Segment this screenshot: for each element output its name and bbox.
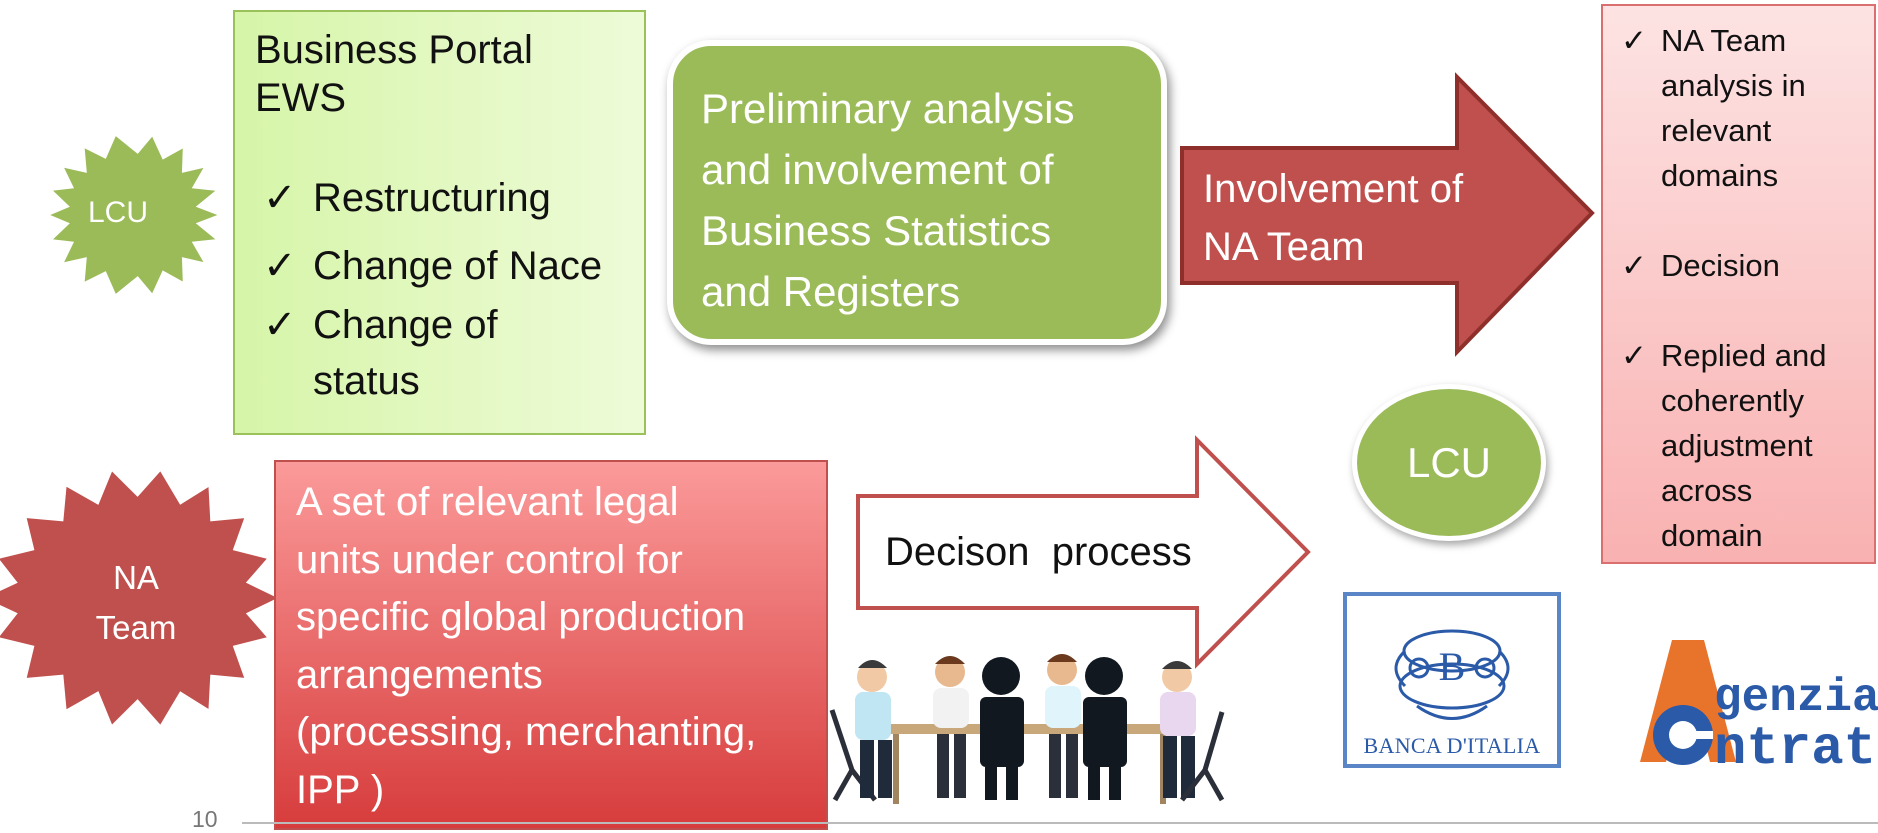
- check-icon: ✓: [1621, 248, 1647, 283]
- outcome-line: relevant: [1661, 113, 1772, 148]
- outcome-line: analysis in: [1661, 68, 1806, 103]
- footer-divider: [242, 822, 1878, 824]
- legal-units-box: A set of relevant legal units under cont…: [274, 460, 828, 830]
- portal-item: ✓ Change of status: [255, 297, 624, 409]
- legal-line: A set of relevant legal: [296, 480, 679, 524]
- portal-title-line1: Business Portal: [255, 28, 533, 72]
- outcome-line: domain: [1661, 518, 1763, 553]
- na-team-star-line2: Team: [95, 609, 177, 646]
- legal-line: specific global production: [296, 595, 746, 639]
- outcome-line: adjustment: [1661, 428, 1813, 463]
- lcu-ellipse: LCU: [1352, 384, 1546, 541]
- banca-d-italia-logo: B BANCA D'ITALIA: [1343, 592, 1561, 768]
- prelim-line: Preliminary analysis: [701, 85, 1075, 132]
- agenzia-word2: ntrate: [1714, 719, 1878, 780]
- banca-monogram: B: [1439, 644, 1466, 689]
- legal-line: arrangements: [296, 652, 543, 697]
- lcu-star-label: LCU: [87, 196, 148, 229]
- prelim-line: and involvement of: [701, 146, 1054, 193]
- slide-number: 10: [192, 806, 218, 832]
- agenzia-emblem: [1640, 640, 1736, 765]
- business-portal-box: Business Portal EWS ✓ Restructuring ✓ Chan…: [233, 10, 646, 435]
- banca-name: BANCA D'ITALIA: [1363, 733, 1541, 758]
- involvement-line: NA Team: [1203, 225, 1365, 269]
- meeting-people-illustration: [829, 654, 1225, 804]
- portal-title-line2: EWS: [255, 76, 347, 120]
- legal-line: (processing, merchanting,: [296, 710, 757, 754]
- portal-item: ✓ Change of Nace: [255, 238, 624, 294]
- prelim-line: and Registers: [701, 268, 961, 315]
- portal-item: ✓ Restructuring: [255, 170, 624, 226]
- portal-item-text: Restructuring: [313, 176, 551, 220]
- involvement-arrow-text: Involvement of NA Team: [1203, 160, 1463, 276]
- outcome-line: NA Team: [1661, 23, 1787, 58]
- agenzia-word1: genzia: [1714, 672, 1878, 724]
- portal-checklist: ✓ Restructuring ✓ Change of Nace ✓ Change o…: [255, 170, 624, 409]
- outcome-item-replied: ✓ Replied and coherently adjustment acro…: [1621, 333, 1874, 558]
- na-team-star-label: NA Team: [86, 553, 186, 653]
- portal-item-text: Change of: [313, 303, 498, 347]
- banca-emblem: B: [1394, 629, 1510, 720]
- decision-process-label: Decison process: [885, 530, 1192, 574]
- na-team-star-line1: NA: [113, 559, 159, 596]
- portal-item-text: Change of Nace: [313, 244, 603, 288]
- legal-line: units under control for: [296, 537, 683, 582]
- check-icon: ✓: [1621, 338, 1647, 373]
- outcome-line: Replied and: [1661, 338, 1827, 373]
- prelim-line: Business Statistics: [701, 207, 1052, 254]
- check-icon: ✓: [1621, 23, 1647, 58]
- involvement-line: Involvement of: [1203, 167, 1464, 211]
- outcome-line: Decision: [1661, 248, 1780, 283]
- outcome-line: coherently: [1661, 383, 1805, 418]
- check-icon: ✓: [263, 176, 297, 220]
- outcome-item-analysis: ✓ NA Team analysis in relevant domains: [1621, 18, 1874, 198]
- check-icon: ✓: [263, 244, 297, 288]
- legal-line: IPP ): [296, 767, 385, 812]
- outcome-line: across: [1661, 473, 1753, 508]
- preliminary-analysis-box: Preliminary analysis and involvement of …: [667, 40, 1167, 345]
- outcome-line: domains: [1661, 158, 1779, 193]
- portal-item-text: status: [313, 359, 420, 403]
- check-icon: ✓: [263, 303, 297, 347]
- na-team-outcome-box: ✓ NA Team analysis in relevant domains ✓…: [1601, 4, 1876, 564]
- outcome-item-decision: ✓ Decision: [1621, 243, 1874, 288]
